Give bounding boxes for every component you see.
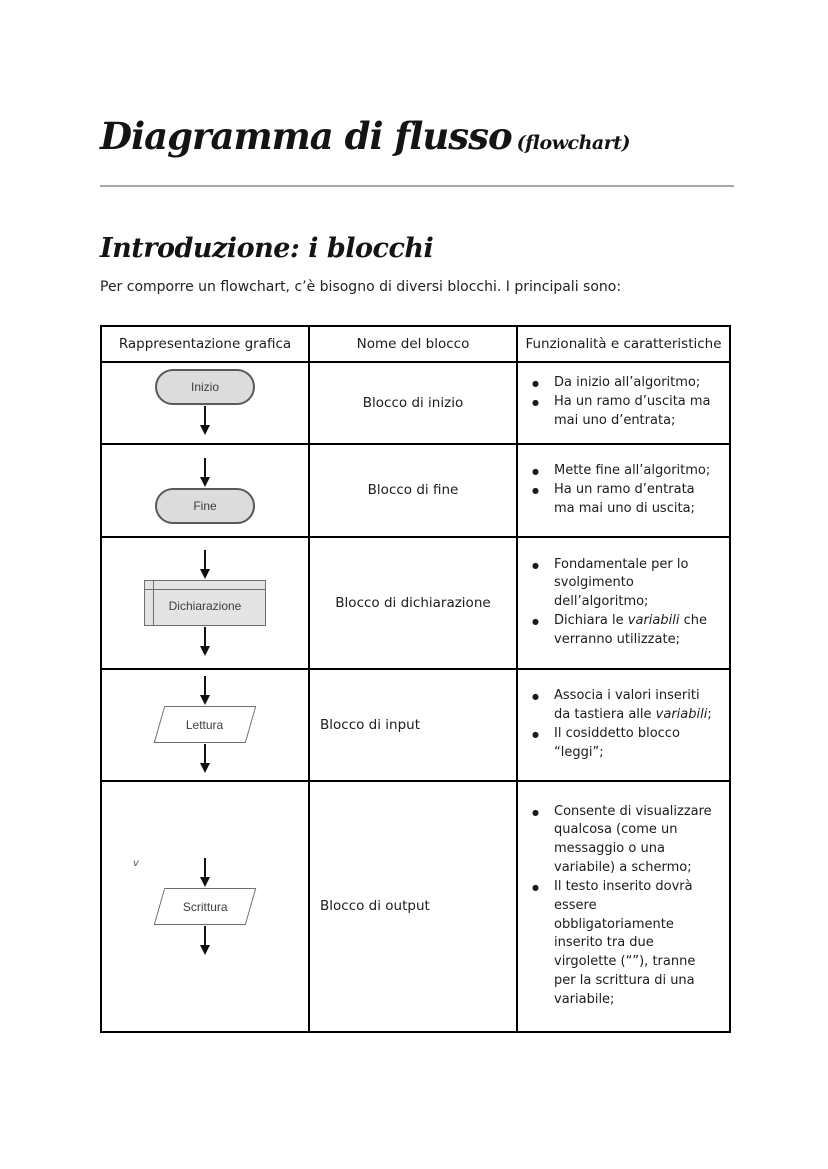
declaration-top-line [145, 588, 265, 590]
features-cell: Da inizio all’algoritmo;Ha un ramo d’usc… [516, 360, 731, 445]
features-cell: Associa i valori inseriti da tastiera al… [516, 667, 731, 782]
shape-stack: Dichiarazione [103, 549, 307, 657]
shape-stack: Scrittura [103, 857, 307, 956]
shape-label: Scrittura [182, 899, 228, 914]
arrow-head [200, 476, 210, 487]
shape-stack: Inizio [103, 369, 307, 436]
stray-mark: v [133, 857, 139, 869]
shape-label: Lettura [186, 717, 224, 732]
table-row: Lettura Blocco di inputAssocia i valori i… [100, 667, 731, 782]
arrow-head [200, 763, 210, 774]
features-list: Associa i valori inseriti da tastiera al… [524, 687, 723, 762]
arrow-stem [203, 676, 207, 696]
arrow-head [200, 645, 210, 656]
shape-cell: Dichiarazione [100, 535, 310, 670]
terminator-shape-fine: Fine [155, 487, 255, 524]
features-list: Da inizio all’algoritmo;Ha un ramo d’usc… [524, 374, 723, 431]
shape-stack: Fine [103, 457, 307, 524]
down-arrow-icon [200, 626, 210, 656]
feature-item: Da inizio all’algoritmo; [524, 374, 723, 393]
feature-item: Ha un ramo d’uscita ma mai uno d’entrata… [524, 393, 723, 431]
arrow-head [200, 695, 210, 706]
block-name-cell: Blocco di output [308, 779, 518, 1033]
page-title: Diagramma di flusso(flowchart) [100, 116, 734, 157]
page-title-suffix: (flowchart) [516, 132, 631, 154]
down-arrow-icon [200, 549, 210, 579]
feature-item: Dichiara le variabili che verranno utili… [524, 612, 723, 650]
column-header: Nome del blocco [308, 324, 518, 363]
document-page: Diagramma di flusso(flowchart) Introduzi… [0, 0, 828, 1033]
down-arrow-icon [200, 744, 210, 774]
declaration-left-line [153, 580, 154, 625]
shape-stack: Lettura [103, 675, 307, 774]
declaration-shape: Dichiarazione [144, 579, 266, 626]
table-row: Dichiarazione Blocco di dichiarazioneFond… [100, 535, 731, 670]
down-arrow-icon [200, 457, 210, 487]
block-name-cell: Blocco di input [308, 667, 518, 782]
features-cell: Consente di visualizzare qualcosa (come … [516, 779, 731, 1033]
column-header: Funzionalità e caratteristiche [516, 324, 731, 363]
arrow-head [200, 568, 210, 579]
shape-cell: Lettura [100, 667, 310, 782]
features-list: Fondamentale per lo svolgimento dell’alg… [524, 556, 723, 650]
terminator-shape-inizio: Inizio [155, 369, 255, 406]
feature-item: Ha un ramo d’entrata ma mai uno di uscit… [524, 481, 723, 519]
arrow-head [200, 944, 210, 955]
block-name-cell: Blocco di fine [308, 442, 518, 538]
parallelogram-shape-lettura: Lettura [153, 706, 257, 744]
column-header: Rappresentazione grafica [100, 324, 310, 363]
arrow-stem [203, 626, 207, 646]
divider-line [100, 184, 734, 187]
feature-item: Associa i valori inseriti da tastiera al… [524, 687, 723, 725]
feature-item: Consente di visualizzare qualcosa (come … [524, 803, 723, 878]
parallelogram-shape-scrittura: Scrittura [153, 887, 257, 925]
down-arrow-icon [200, 676, 210, 706]
feature-item: Fondamentale per lo svolgimento dell’alg… [524, 556, 723, 613]
shape-label: Fine [193, 498, 217, 513]
features-list: Consente di visualizzare qualcosa (come … [524, 803, 723, 1010]
features-list: Mette fine all’algoritmo;Ha un ramo d’en… [524, 462, 723, 519]
arrow-stem [203, 457, 207, 477]
down-arrow-icon [200, 406, 210, 436]
block-name-cell: Blocco di inizio [308, 360, 518, 445]
block-name-cell: Blocco di dichiarazione [308, 535, 518, 670]
arrow-stem [203, 857, 207, 877]
arrow-stem [203, 406, 207, 426]
intro-paragraph: Per comporre un flowchart, c’è bisogno d… [100, 278, 622, 295]
feature-item: Il cosiddetto blocco “leggi”; [524, 725, 723, 763]
shape-cell: Fine [100, 442, 310, 538]
down-arrow-icon [200, 857, 210, 887]
down-arrow-icon [200, 925, 210, 955]
arrow-stem [203, 744, 207, 764]
shape-label: Inizio [190, 380, 219, 395]
features-cell: Mette fine all’algoritmo;Ha un ramo d’en… [516, 442, 731, 538]
arrow-head [200, 425, 210, 436]
page-title-main: Diagramma di flusso [100, 114, 513, 158]
feature-item: Mette fine all’algoritmo; [524, 462, 723, 481]
feature-item: Il testo inserito dovrà essere obbligato… [524, 878, 723, 1010]
features-cell: Fondamentale per lo svolgimento dell’alg… [516, 535, 731, 670]
shape-label: Dichiarazione [168, 598, 242, 613]
arrow-stem [203, 549, 207, 569]
shape-cell: Inizio [100, 360, 310, 445]
section-heading: Introduzione: i blocchi [100, 232, 434, 264]
arrow-head [200, 876, 210, 887]
arrow-stem [203, 925, 207, 945]
